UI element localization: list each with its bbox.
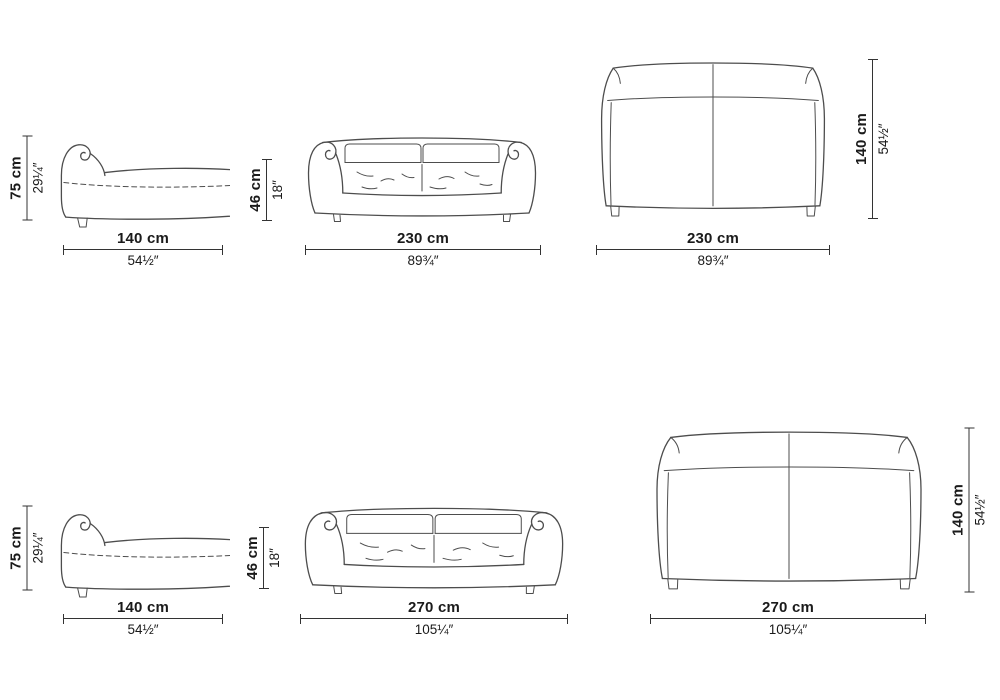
dimension-line xyxy=(596,245,830,256)
sofa-270-front-width-dimension: 270 cm 105¼″ xyxy=(300,599,568,638)
sofa-270-back-height-dimension: 140 cm 54½″ xyxy=(947,427,991,593)
dimension-line xyxy=(63,245,223,256)
dimension-cm-label: 75 cm xyxy=(7,156,25,200)
dimension-inch-label: 89¾″ xyxy=(697,253,729,269)
dimension-inch-label: 105¼″ xyxy=(768,622,808,638)
sofa-back-drawing xyxy=(594,56,832,220)
sofa-270-seat-height-dimension: 46 cm 18″ xyxy=(241,527,285,589)
sofa-230-front-width-dimension: 230 cm 89¾″ xyxy=(305,230,541,269)
dimension-inch-label: 54½″ xyxy=(127,253,159,269)
sofa-230-back-height-dimension: 140 cm 54½″ xyxy=(850,59,894,219)
dimension-cm-label: 140 cm xyxy=(116,230,170,247)
dimension-inch-label: 29¼″ xyxy=(30,532,46,564)
dimension-cm-label: 140 cm xyxy=(852,112,870,166)
sofa-front-drawing xyxy=(298,490,570,595)
dimension-inch-label: 54½″ xyxy=(972,494,988,526)
dimension-inch-label: 105¼″ xyxy=(414,622,454,638)
dimension-cm-label: 75 cm xyxy=(7,526,25,570)
dimension-cm-label: 140 cm xyxy=(949,483,967,537)
dimension-line xyxy=(305,245,541,256)
dimension-cm-label: 46 cm xyxy=(243,536,261,580)
sofa-230-seat-height-dimension: 46 cm 18″ xyxy=(244,159,288,221)
dimension-inch-label: 54½″ xyxy=(127,622,159,638)
sofa-270-side-width-dimension: 140 cm 54½″ xyxy=(63,599,223,638)
dimension-inch-label: 18″ xyxy=(266,548,282,568)
dimension-line xyxy=(262,527,264,589)
dimension-line xyxy=(650,614,926,625)
sofa-side-drawing xyxy=(52,496,230,600)
dimension-cm-label: 140 cm xyxy=(116,599,170,616)
dimension-line xyxy=(871,59,873,219)
dimension-cm-label: 270 cm xyxy=(407,599,461,616)
dimension-line xyxy=(265,159,267,221)
dimension-line xyxy=(26,135,28,221)
dimension-line xyxy=(63,614,223,625)
dimension-inch-label: 18″ xyxy=(269,180,285,200)
sofa-270-side-height-dimension: 75 cm 29¼″ xyxy=(5,505,49,591)
sofa-back-drawing xyxy=(648,425,930,593)
dimension-cm-label: 230 cm xyxy=(396,230,450,247)
dimension-line xyxy=(300,614,568,625)
dimension-cm-label: 46 cm xyxy=(246,168,264,212)
sofa-230-back-width-dimension: 230 cm 89¾″ xyxy=(596,230,830,269)
sofa-front-drawing xyxy=(302,120,542,223)
sofa-230-side-width-dimension: 140 cm 54½″ xyxy=(63,230,223,269)
dimension-cm-label: 270 cm xyxy=(761,599,815,616)
sofa-side-drawing xyxy=(52,126,230,230)
sofa-270-back-width-dimension: 270 cm 105¼″ xyxy=(650,599,926,638)
dimension-line xyxy=(968,427,970,593)
dimension-cm-label: 230 cm xyxy=(686,230,740,247)
dimension-line xyxy=(26,505,28,591)
dimension-inch-label: 89¾″ xyxy=(407,253,439,269)
dimension-inch-label: 29¼″ xyxy=(30,162,46,194)
dimension-inch-label: 54½″ xyxy=(875,123,891,155)
sofa-230-side-height-dimension: 75 cm 29¼″ xyxy=(5,135,49,221)
